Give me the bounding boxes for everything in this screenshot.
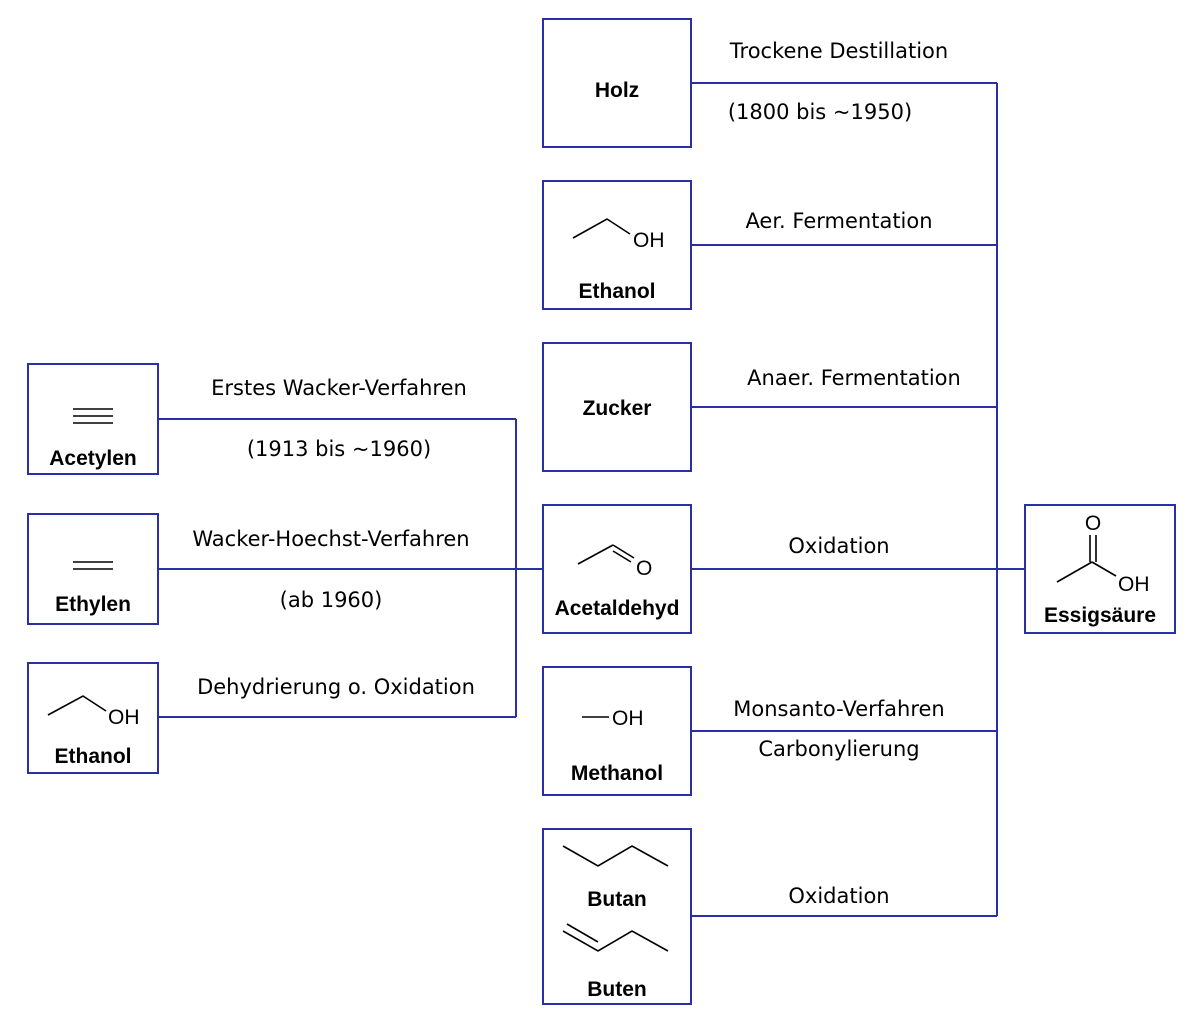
route-label-acetaldehyd: Oxidation (788, 534, 889, 558)
acetic-oxygen-label: O (1085, 512, 1101, 535)
node-ethanol-left: OH Ethanol (27, 662, 159, 774)
acetic-oh-bond (1091, 561, 1117, 577)
node-label-butan: Butan (587, 888, 647, 911)
ethanol-left-hydroxyl-label: OH (108, 706, 140, 729)
route-label-ethylen-2: (ab 1960) (280, 588, 383, 612)
node-acetaldehyd: O Acetaldehyd (542, 504, 692, 634)
node-label-holz: Holz (595, 79, 639, 102)
node-label-acetylen: Acetylen (49, 447, 137, 470)
node-acetylen: Acetylen (27, 363, 159, 475)
route-label-ethanol-left: Dehydrierung o. Oxidation (197, 675, 475, 699)
ethanol-structure (572, 218, 631, 239)
butane-structure (562, 845, 669, 867)
carbonyl-double-bond-b (612, 550, 632, 563)
carbonyl-double-bond-a (612, 544, 635, 559)
acetic-hydroxyl-label: OH (1118, 573, 1150, 596)
node-ethanol-mid: OH Ethanol (542, 180, 692, 310)
oxygen-label: O (636, 557, 652, 580)
route-label-ethylen-1: Wacker-Hoechst-Verfahren (192, 527, 469, 551)
route-label-zucker: Anaer. Fermentation (747, 366, 961, 390)
node-label-methanol: Methanol (571, 762, 663, 785)
node-holz: Holz (542, 18, 692, 148)
route-label-holz-1: Trockene Destillation (729, 39, 948, 63)
methanol-hydroxyl-label: OH (612, 707, 644, 730)
acetaldehyde-backbone (577, 544, 614, 565)
route-label-acetylen-2: (1913 bis ~1960) (247, 437, 431, 461)
node-label-ethanol-left: Ethanol (55, 745, 132, 768)
butene-double-bond (566, 923, 599, 943)
node-label-zucker: Zucker (583, 397, 652, 420)
node-methanol: OH Methanol (542, 666, 692, 796)
node-ethylen: Ethylen (27, 513, 159, 625)
acetic-methyl-bond (1056, 561, 1093, 583)
butene-structure (562, 930, 669, 952)
node-label-ethylen: Ethylen (55, 593, 131, 616)
node-label-ethanol-mid: Ethanol (579, 280, 656, 303)
route-label-butan: Oxidation (788, 884, 889, 908)
node-label-acetaldehyd: Acetaldehyd (555, 597, 680, 620)
route-label-holz-2: (1800 bis ~1950) (728, 100, 912, 124)
route-label-acetylen-1: Erstes Wacker-Verfahren (211, 376, 467, 400)
route-label-methanol-2: Carbonylierung (758, 737, 919, 761)
hydroxyl-group-label: OH (633, 229, 665, 252)
node-zucker: Zucker (542, 342, 692, 472)
node-label-essigsaeure: Essigsäure (1044, 604, 1156, 627)
route-label-ethanol-mid: Aer. Fermentation (745, 209, 932, 233)
node-label-buten: Buten (587, 978, 647, 1001)
ethanol-left-structure (47, 695, 107, 716)
route-label-methanol-1: Monsanto-Verfahren (733, 697, 944, 721)
connector-lines (158, 82, 1025, 917)
route-labels: Trockene Destillation (1800 bis ~1950) A… (192, 39, 960, 908)
node-butan-buten: Butan Buten (542, 828, 692, 1005)
node-essigsaeure: O OH Essigsäure (1024, 504, 1176, 634)
